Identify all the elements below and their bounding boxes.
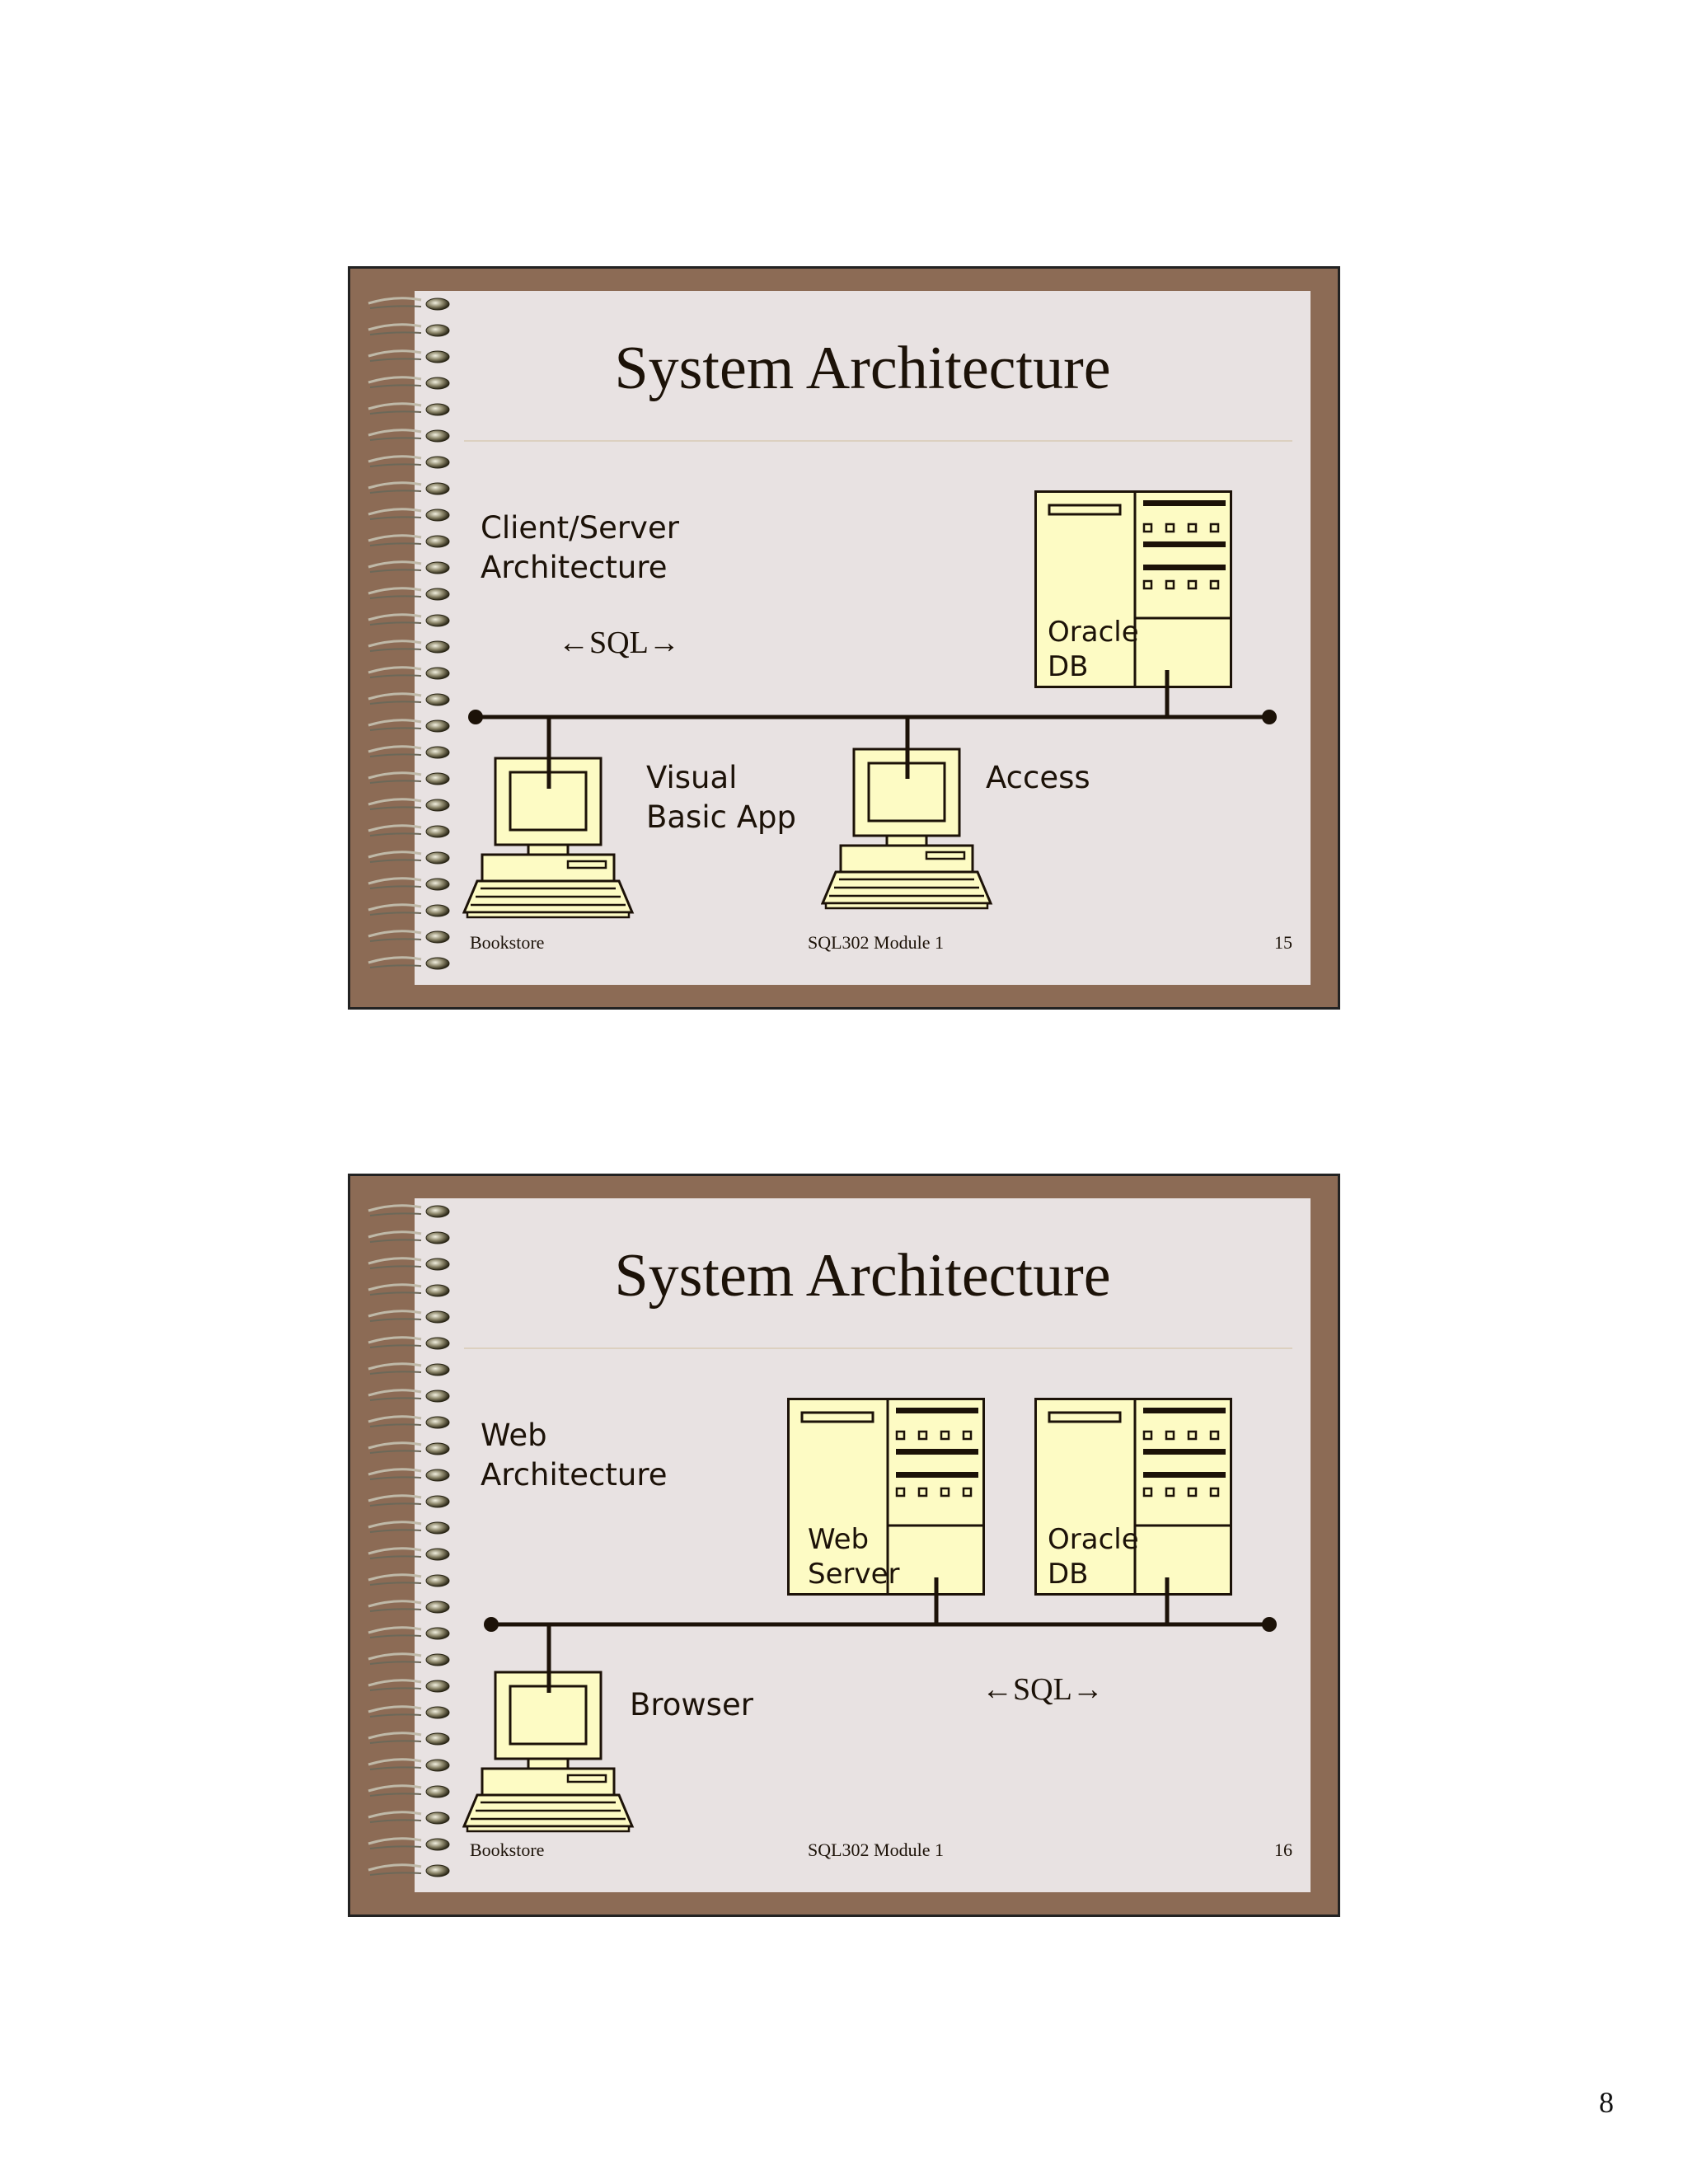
footer-left: Bookstore: [470, 1840, 545, 1860]
network-diagram: [462, 1398, 1277, 1833]
client-label: Browser: [630, 1687, 753, 1722]
title-divider: [464, 1347, 1292, 1349]
slide-client-server: System Architecture Client/Server Archit…: [348, 266, 1340, 1010]
footer-center: SQL302 Module 1: [808, 932, 944, 953]
web-server-label-line2: Server: [808, 1558, 900, 1591]
desktop-computer-icon: [462, 1671, 634, 1833]
client1-label-line2: Basic App: [646, 799, 797, 835]
db-label-line1: Oracle: [1048, 1523, 1139, 1556]
architecture-label: Web Architecture: [481, 1416, 668, 1495]
slide-title: System Architecture: [614, 1242, 1111, 1310]
footer-page: 16: [1274, 1840, 1292, 1860]
sql-label: ←SQL→: [558, 626, 680, 660]
architecture-label-line1: Client/Server: [481, 510, 679, 546]
db-label: Oracle DB: [1048, 615, 1139, 684]
slide-paper: System Architecture Web Architecture Web…: [415, 1198, 1311, 1892]
db-label-line2: DB: [1048, 650, 1089, 683]
db-label: Oracle DB: [1048, 1522, 1139, 1591]
slide-web-architecture: System Architecture Web Architecture Web…: [348, 1174, 1340, 1917]
page-number: 8: [1599, 2086, 1614, 2119]
footer-center: SQL302 Module 1: [808, 1840, 944, 1860]
architecture-label-line2: Architecture: [481, 550, 668, 585]
spiral-binding-icon: [367, 1204, 451, 1878]
footer-left: Bookstore: [470, 932, 545, 953]
architecture-label-line1: Web: [481, 1418, 547, 1453]
client1-label: Visual Basic App: [646, 758, 796, 837]
db-label-line1: Oracle: [1048, 616, 1139, 649]
spiral-binding-icon: [367, 297, 451, 971]
web-server-label: Web Server: [808, 1522, 900, 1591]
architecture-label: Client/Server Architecture: [481, 509, 679, 588]
footer-page: 15: [1274, 932, 1292, 953]
web-server-label-line1: Web: [808, 1523, 870, 1556]
sql-label: ←SQL→: [982, 1672, 1104, 1707]
bus-endpoint-left: [468, 710, 483, 724]
title-divider: [464, 440, 1292, 442]
bus-endpoint-right: [1262, 710, 1277, 724]
client1-label-line1: Visual: [646, 760, 738, 795]
db-label-line2: DB: [1048, 1558, 1089, 1591]
bus-endpoint-left: [484, 1617, 499, 1632]
network-diagram: [462, 490, 1277, 919]
slide-paper: System Architecture Client/Server Archit…: [415, 291, 1311, 985]
slide-title: System Architecture: [614, 335, 1111, 402]
architecture-label-line2: Architecture: [481, 1457, 668, 1493]
bus-endpoint-right: [1262, 1617, 1277, 1632]
client2-label: Access: [986, 760, 1090, 795]
